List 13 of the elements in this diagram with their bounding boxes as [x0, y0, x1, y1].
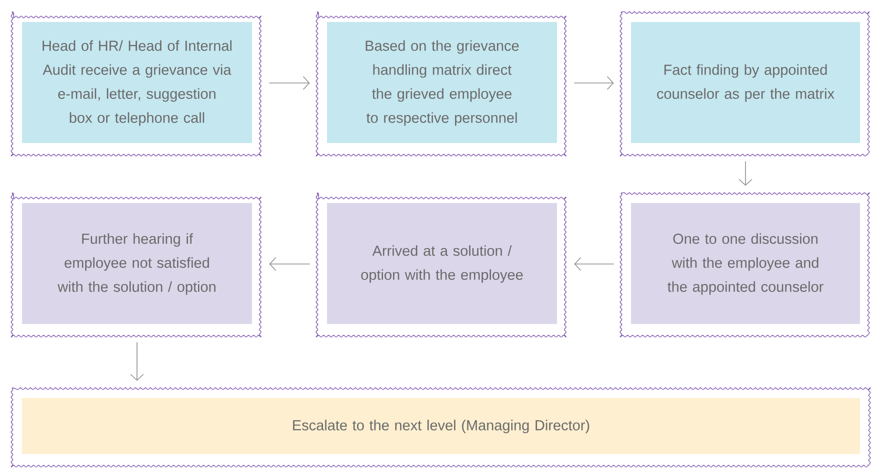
- process-box: One to one discussion with the employee and the appointed counselor: [620, 192, 870, 338]
- arrow: [269, 257, 310, 271]
- arrow: [738, 160, 752, 186]
- process-box: Based on the grievance handling matrix direct the grieved employee to respective personnel: [316, 12, 566, 156]
- arrow: [574, 257, 614, 271]
- process-box: Head of HR/ Head of Internal Audit receive a grievance via e-mail, letter, suggestion box or telephone call: [10, 12, 262, 156]
- arrow: [574, 76, 614, 90]
- arrow: [130, 342, 144, 381]
- process-box: Arrived at a solution / option with the employee: [316, 192, 566, 338]
- process-box: Further hearing if employee not satisfied with the solution / option: [10, 192, 262, 338]
- process-box: Escalate to the next level (Managing Director): [10, 387, 871, 468]
- arrow: [268, 76, 310, 90]
- process-box: Fact finding by appointed counselor as per the matrix: [620, 11, 870, 156]
